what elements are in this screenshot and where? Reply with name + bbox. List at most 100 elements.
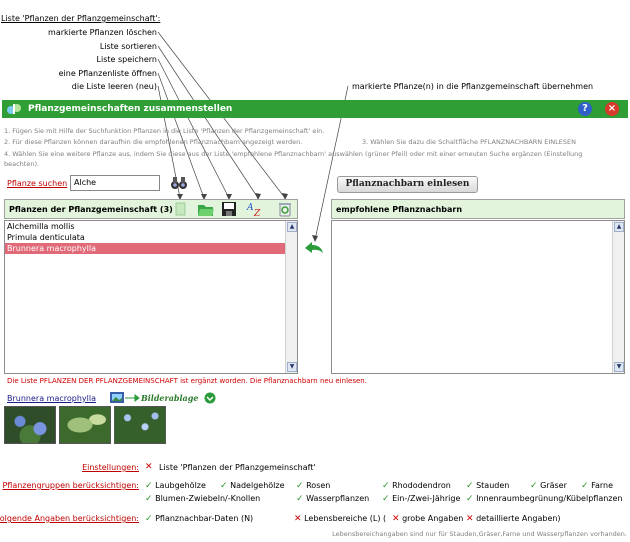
option-label: Rosen [306, 481, 331, 490]
group-farne[interactable]: ✓ Farne [581, 481, 613, 491]
annotation-clear: die Liste leeren (neu) [71, 82, 157, 91]
svg-text:Z: Z [253, 209, 261, 217]
image-gallery-icon[interactable] [110, 392, 124, 405]
instruction-4: 4. Wählen Sie eine weitere Pflanze aus, … [4, 150, 583, 158]
option-label: Blumen-Zwiebeln/-Knollen [155, 494, 261, 503]
delete-marked-icon[interactable] [172, 201, 188, 217]
instruction-1: 1. Fügen Sie mit Hilfe der Suchfunktion … [4, 127, 325, 135]
transfer-arrow-icon[interactable] [303, 241, 325, 257]
list-item-selected[interactable]: Brunnera macrophylla [5, 243, 285, 254]
option-label: Laubgehölze [155, 481, 206, 490]
check-icon: ✓ [530, 481, 538, 491]
info-neighbor-data[interactable]: ✓ Pflanznachbar-Daten (N) [145, 514, 253, 524]
cross-icon[interactable]: ✕ [145, 462, 153, 472]
plant-photo-1[interactable] [4, 406, 56, 444]
info-detailed[interactable]: ✕ detaillierte Angaben) [466, 514, 561, 524]
group-nadelgeholze[interactable]: ✓ Nadelgehölze [220, 481, 285, 491]
group-graser[interactable]: ✓ Gräser [530, 481, 567, 491]
option-label: Lebensbereiche (L) ( [304, 514, 387, 523]
check-icon: ✓ [145, 514, 153, 524]
check-icon: ✓ [382, 494, 390, 504]
group-innenraum[interactable]: ✓ Innenraumbegrünung/Kübelpflanzen [466, 494, 622, 504]
scroll-down-icon[interactable]: ▼ [287, 362, 297, 372]
check-icon: ✓ [296, 494, 304, 504]
option-label: Wasserpflanzen [306, 494, 370, 503]
instruction-2: 2. Für diese Pflanzen können daraufhin d… [4, 138, 303, 146]
group-stauden[interactable]: ✓ Stauden [466, 481, 509, 491]
check-icon: ✓ [382, 481, 390, 491]
option-label: detaillierte Angaben) [476, 514, 561, 523]
recycle-bin-icon[interactable] [277, 201, 293, 217]
selected-plant-link[interactable]: Brunnera macrophylla [7, 394, 96, 403]
plant-group-icon [6, 102, 22, 116]
list-item[interactable]: Alchemilla mollis [7, 222, 75, 231]
option-label: Stauden [476, 481, 510, 490]
instruction-3: 3. Wählen Sie dazu die Schaltfläche PFLA… [362, 138, 576, 146]
save-icon[interactable] [221, 201, 237, 217]
plant-photo-3[interactable] [114, 406, 166, 444]
settings-value: Liste 'Pflanzen der Pflanzgemeinschaft' [159, 463, 316, 472]
group-einzweijahrige[interactable]: ✓ Ein-/Zwei-Jährige [382, 494, 460, 504]
svg-text:A: A [246, 203, 254, 213]
window-title: Pflanzgemeinschaften zusammenstellen [28, 104, 233, 114]
check-icon: ✓ [220, 481, 228, 491]
plant-search-link[interactable]: Pflanze suchen [7, 179, 68, 188]
option-label: Nadelgehölze [230, 481, 285, 490]
gallery-label[interactable]: Bilderablage [141, 393, 199, 403]
close-button[interactable]: × [605, 102, 619, 116]
binoculars-icon[interactable] [170, 175, 188, 193]
scroll-down-icon[interactable]: ▼ [614, 362, 624, 372]
group-wasserpflanzen[interactable]: ✓ Wasserpflanzen [296, 494, 369, 504]
plant-groups-link[interactable]: Pflanzengruppen berücksichtigen: [2, 481, 139, 490]
check-icon: ✓ [145, 481, 153, 491]
annotation-delete: markierte Pflanzen löschen [48, 28, 157, 37]
check-icon: ✓ [145, 494, 153, 504]
group-laubgeholze[interactable]: ✓ Laubgehölze [145, 481, 206, 491]
neighbors-scrollbar[interactable]: ▲ ▼ [612, 221, 624, 373]
gallery-arrow-icon [124, 393, 140, 405]
annotation-heading: Liste 'Pflanzen der Pflanzgemeinschaft': [1, 14, 161, 23]
plant-search-input[interactable]: Alche [70, 175, 160, 191]
option-label: Farne [591, 481, 614, 490]
cross-icon: ✕ [392, 514, 400, 524]
option-label: Innenraumbegrünung/Kübelpflanzen [476, 494, 623, 503]
annotation-sort: Liste sortieren [99, 42, 157, 51]
scroll-up-icon[interactable]: ▲ [287, 222, 297, 232]
annotation-save: Liste speichern [96, 55, 157, 64]
plant-photo-2[interactable] [59, 406, 111, 444]
neighbors-header: empfohlene Pflanznachbarn [331, 199, 625, 219]
expand-down-icon[interactable] [204, 392, 216, 406]
settings-link[interactable]: Einstellungen: [82, 463, 139, 472]
read-neighbors-button[interactable]: Pflanznachbarn einlesen [337, 176, 478, 193]
check-icon: ✓ [581, 481, 589, 491]
help-button[interactable]: ? [578, 102, 592, 116]
check-icon: ✓ [296, 481, 304, 491]
neighbors-title: empfohlene Pflanznachbarn [336, 205, 463, 214]
window-title-bar: Pflanzgemeinschaften zusammenstellen ? × [2, 100, 628, 118]
list-item[interactable]: Primula denticulata [7, 233, 85, 242]
info-habitats[interactable]: ✕ Lebensbereiche (L) ( [294, 514, 386, 524]
option-label: Pflanznachbar-Daten (N) [155, 514, 254, 523]
scroll-up-icon[interactable]: ▲ [614, 222, 624, 232]
instruction-5: beachten). [4, 160, 40, 168]
option-label: Gräser [540, 481, 567, 490]
option-label: Ein-/Zwei-Jährige [392, 494, 461, 503]
info-link[interactable]: Folgende Angaben berücksichtigen: [0, 514, 139, 523]
info-rough[interactable]: ✕ grobe Angaben [392, 514, 463, 524]
group-rosen[interactable]: ✓ Rosen [296, 481, 330, 491]
cross-icon: ✕ [466, 514, 474, 524]
cross-icon: ✕ [294, 514, 302, 524]
plant-list[interactable]: Alchemilla mollis Primula denticulata Br… [4, 220, 298, 374]
option-label: Rhododendron [392, 481, 451, 490]
neighbors-list[interactable]: ▲ ▼ [331, 220, 625, 374]
group-blumenzwiebeln[interactable]: ✓ Blumen-Zwiebeln/-Knollen [145, 494, 260, 504]
annotation-open: eine Pflanzenliste öffnen [58, 69, 157, 78]
group-rhododendron[interactable]: ✓ Rhododendron [382, 481, 451, 491]
plant-list-scrollbar[interactable]: ▲ ▼ [285, 221, 297, 373]
annotation-transfer: markierte Pflanze(n) in die Pflanzgemein… [352, 82, 594, 91]
option-label: grobe Angaben [402, 514, 464, 523]
open-folder-icon[interactable] [197, 201, 214, 217]
footnote: Lebensbereichangaben sind nur für Staude… [332, 530, 627, 538]
check-icon: ✓ [466, 494, 474, 504]
